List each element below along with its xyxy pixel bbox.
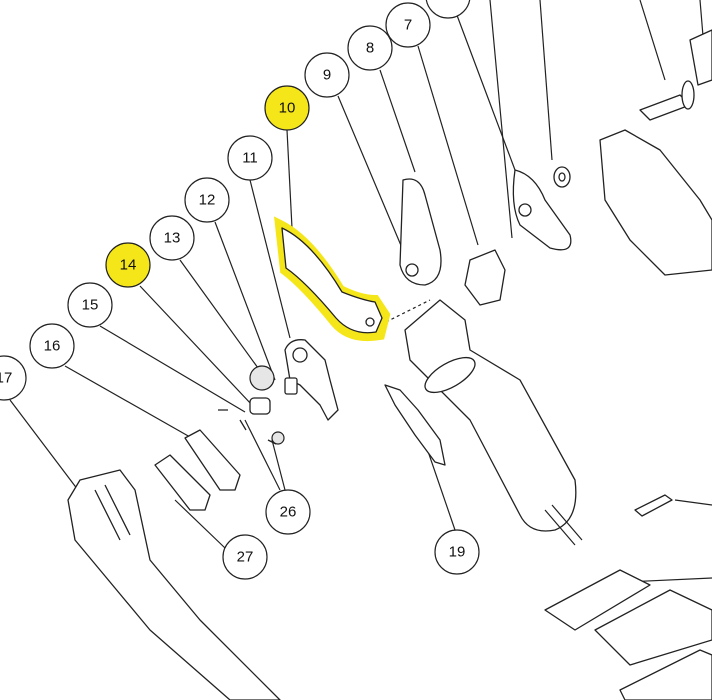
callout-27: 27 [222, 534, 268, 580]
part-9-plate [399, 178, 442, 286]
callout-14: 14 [105, 242, 151, 288]
callout-10: 10 [264, 85, 310, 131]
part-17-handle [67, 469, 281, 700]
svg-text:19: 19 [449, 544, 466, 561]
svg-text:27: 27 [237, 549, 254, 566]
svg-text:16: 16 [44, 338, 61, 355]
svg-text:8: 8 [366, 40, 374, 57]
part-10-arm [281, 227, 383, 334]
callouts: 17 16 15 14 13 12 11 10 9 8 7 26 27 19 [0, 0, 480, 580]
callout-13: 13 [149, 215, 195, 261]
part-19-trigger [384, 384, 446, 466]
parts [67, 29, 712, 700]
callout-16: 16 [29, 323, 75, 369]
callout-9: 9 [304, 52, 350, 98]
callout-19: 19 [434, 529, 480, 575]
part-motor-housing [404, 299, 577, 532]
callout-26: 26 [265, 489, 311, 535]
callout-12: 12 [184, 177, 230, 223]
part-14-bushing [249, 397, 271, 415]
part-13-gear [249, 365, 275, 391]
svg-text:11: 11 [242, 150, 258, 167]
part-27-cover [154, 454, 211, 511]
callout-8: 8 [347, 25, 393, 71]
callout-11: 11 [227, 135, 273, 181]
part-7-latch [464, 249, 506, 306]
callout-17: 17 [0, 355, 27, 401]
callout-15: 15 [67, 282, 113, 328]
svg-text:13: 13 [164, 230, 181, 247]
svg-text:10: 10 [279, 100, 296, 117]
svg-text:26: 26 [280, 504, 297, 521]
svg-text:9: 9 [323, 67, 331, 84]
part-8 [512, 169, 572, 251]
callout-7: 7 [385, 2, 431, 48]
part-circuit-board [544, 569, 651, 631]
svg-text:7: 7 [404, 17, 412, 34]
svg-text:17: 17 [0, 370, 12, 387]
svg-text:15: 15 [82, 297, 99, 314]
part-16-switch [184, 429, 241, 491]
part-head-housing [599, 129, 712, 276]
svg-text:14: 14 [120, 257, 137, 274]
svg-text:12: 12 [199, 192, 216, 209]
